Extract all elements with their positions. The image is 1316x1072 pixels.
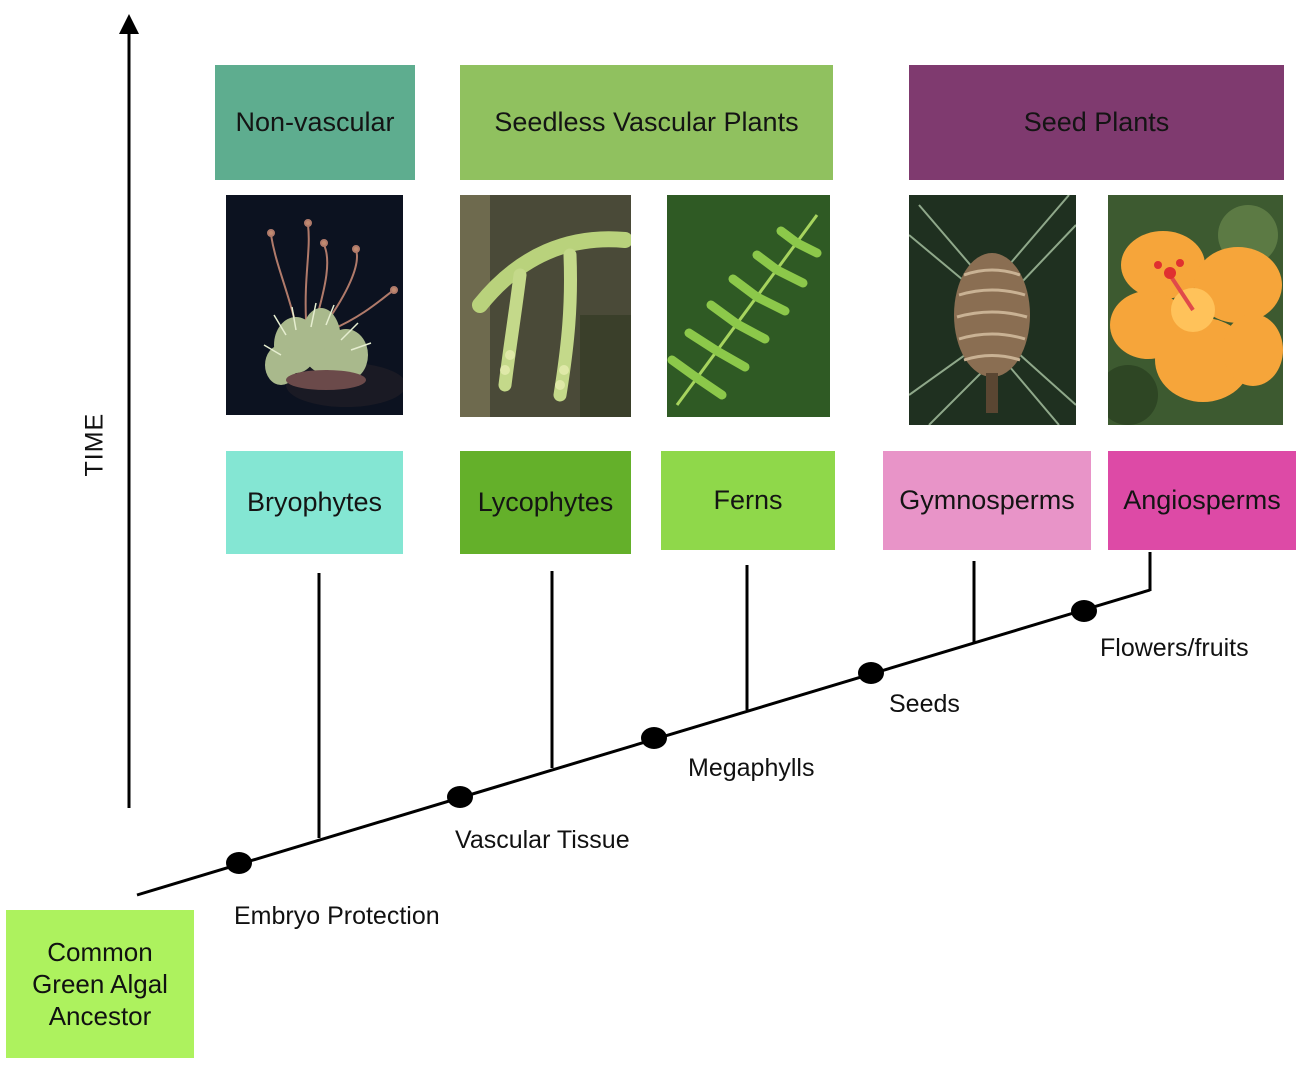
taxon-label: Bryophytes bbox=[246, 487, 383, 517]
taxon-angiosperms: Angiosperms bbox=[1108, 451, 1296, 550]
group-non-vascular: Non-vascular bbox=[215, 65, 415, 180]
taxon-label: Angiosperms bbox=[1123, 485, 1281, 515]
taxon-label: Ferns bbox=[713, 485, 783, 515]
taxon-label: Lycophytes bbox=[477, 487, 614, 517]
trait-flowers-fruits: Flowers/fruits bbox=[1100, 634, 1249, 662]
trait-embryo-protection: Embryo Protection bbox=[234, 902, 440, 930]
group-label: Seed Plants bbox=[1023, 107, 1170, 137]
node-megaphylls bbox=[641, 727, 667, 749]
taxon-ferns: Ferns bbox=[661, 451, 835, 550]
group-seedless-vascular-plants: Seedless Vascular Plants bbox=[460, 65, 833, 180]
hibiscus-photo bbox=[1108, 195, 1283, 425]
moss-photo bbox=[226, 195, 403, 415]
common-ancestor-box: Common Green Algal Ancestor bbox=[6, 910, 194, 1058]
taxon-bryophytes: Bryophytes bbox=[226, 451, 403, 554]
time-arrow bbox=[119, 14, 139, 808]
node-flowers-fruits bbox=[1071, 600, 1097, 622]
fern-photo bbox=[667, 195, 830, 417]
taxon-gymnosperms: Gymnosperms bbox=[883, 451, 1091, 550]
time-axis-label: TIME bbox=[80, 412, 109, 477]
trait-vascular-tissue: Vascular Tissue bbox=[455, 826, 630, 854]
group-label: Non-vascular bbox=[235, 107, 395, 137]
group-seed-plants: Seed Plants bbox=[909, 65, 1284, 180]
trait-seeds: Seeds bbox=[889, 690, 960, 718]
pinecone-photo bbox=[909, 195, 1076, 425]
clubmoss-photo bbox=[460, 195, 631, 417]
taxon-label: Gymnosperms bbox=[899, 485, 1075, 515]
trait-megaphylls: Megaphylls bbox=[688, 754, 815, 782]
group-label: Seedless Vascular Plants bbox=[494, 107, 799, 137]
ancestor-label: Common Green Algal Ancestor bbox=[32, 937, 168, 1031]
taxon-lycophytes: Lycophytes bbox=[460, 451, 631, 554]
node-vascular-tissue bbox=[447, 786, 473, 808]
node-embryo-protection bbox=[226, 852, 252, 874]
node-seeds bbox=[858, 662, 884, 684]
